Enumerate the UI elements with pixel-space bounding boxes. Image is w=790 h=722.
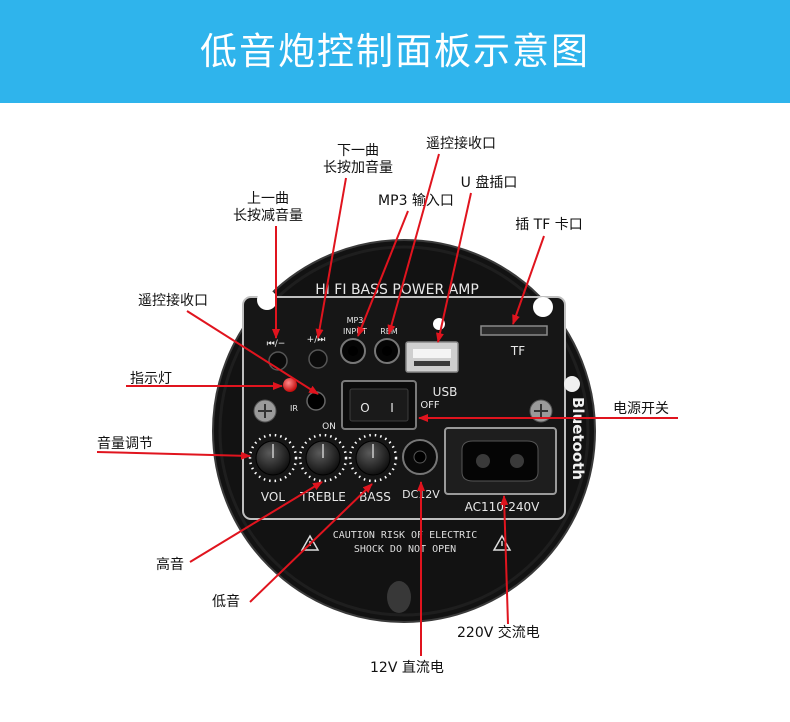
treble-knob[interactable] <box>298 433 348 483</box>
switch-o-label: O <box>360 401 369 415</box>
usb-port[interactable] <box>405 341 459 373</box>
callout-treble: 高音 <box>156 556 184 573</box>
off-label: OFF <box>420 400 440 411</box>
callout-remote-left: 遥控接收口 <box>138 292 208 309</box>
ac-power-socket[interactable] <box>444 427 557 495</box>
on-label: ON <box>322 422 336 432</box>
arrow-next <box>315 177 347 339</box>
disc-bevel <box>218 245 590 617</box>
prev-label: ⏮/− <box>267 339 286 349</box>
mp3-label: MP3 <box>347 316 364 325</box>
ir-label: IR <box>290 404 298 413</box>
arrow-mp3 <box>357 210 409 337</box>
switch-i-label: I <box>390 401 394 415</box>
title-banner <box>0 0 790 103</box>
panel-brand: HI FI BASS POWER AMP <box>315 282 479 298</box>
bass-label: BASS <box>359 490 391 504</box>
callout-prev-2: 长按减音量 <box>233 207 303 224</box>
callout-ac: 220V 交流电 <box>457 624 540 641</box>
ac-label: AC110-240V <box>465 500 541 514</box>
next-label: +/⏭ <box>307 335 326 345</box>
arrow-bass <box>249 483 373 603</box>
arrow-remote-left <box>186 310 319 395</box>
power-switch-rocker <box>349 388 409 422</box>
treble-label: TREBLE <box>299 490 346 504</box>
callout-tf: 插 TF 卡口 <box>515 217 583 233</box>
callout-indicator: 指示灯 <box>130 371 172 387</box>
mp3-input-jack[interactable] <box>340 338 366 364</box>
callout-volume: 音量调节 <box>97 435 153 452</box>
callout-bass: 低音 <box>212 593 240 610</box>
ir-receiver <box>306 391 326 411</box>
warning-line-1: CAUTION RISK OF ELECTRIC <box>333 530 478 541</box>
tf-label: TF <box>510 344 525 358</box>
arrow-tf <box>512 235 545 325</box>
screw-icon <box>253 399 277 423</box>
indicator-led <box>283 378 297 392</box>
arrow-volume <box>96 451 251 460</box>
bass-knob[interactable] <box>348 433 398 483</box>
input-label: INPUT <box>343 327 367 336</box>
next-track-button[interactable] <box>308 349 328 369</box>
usb-label: USB <box>433 385 458 399</box>
arrow-remote-top <box>387 153 440 335</box>
screw-icon <box>529 399 553 423</box>
amp-panel-diagram: HI FI BASS POWER AMP ⏮/− +/⏭ MP3 INPUT R… <box>96 135 678 676</box>
callout-mp3: MP3 输入口 <box>378 193 454 209</box>
arrow-treble <box>189 481 323 563</box>
callout-remote-top: 遥控接收口 <box>426 135 496 152</box>
bluetooth-icon <box>564 376 580 392</box>
mount-hole <box>533 297 553 317</box>
callout-next-1: 下一曲 <box>337 143 379 159</box>
dc-power-jack[interactable] <box>402 439 438 475</box>
callout-power-switch: 电源开关 <box>613 401 669 417</box>
page-title: 低音炮控制面板示意图 <box>200 30 590 73</box>
callout-next-2: 长按加音量 <box>323 159 393 176</box>
mount-hole <box>387 581 411 613</box>
warning-line-2: SHOCK DO NOT OPEN <box>354 544 456 555</box>
bluetooth-label: Bluetooth <box>569 397 587 480</box>
callout-usb: U 盘插口 <box>461 174 518 191</box>
callout-prev-1: 上一曲 <box>247 191 289 207</box>
mount-hole <box>257 290 277 310</box>
callout-dc: 12V 直流电 <box>370 659 444 676</box>
vol-label: VOL <box>261 490 285 504</box>
tf-card-slot[interactable] <box>480 325 548 336</box>
prev-track-button[interactable] <box>268 351 288 371</box>
arrow-ac <box>500 495 509 625</box>
arrow-usb <box>436 192 472 343</box>
remote-jack[interactable] <box>374 338 400 364</box>
